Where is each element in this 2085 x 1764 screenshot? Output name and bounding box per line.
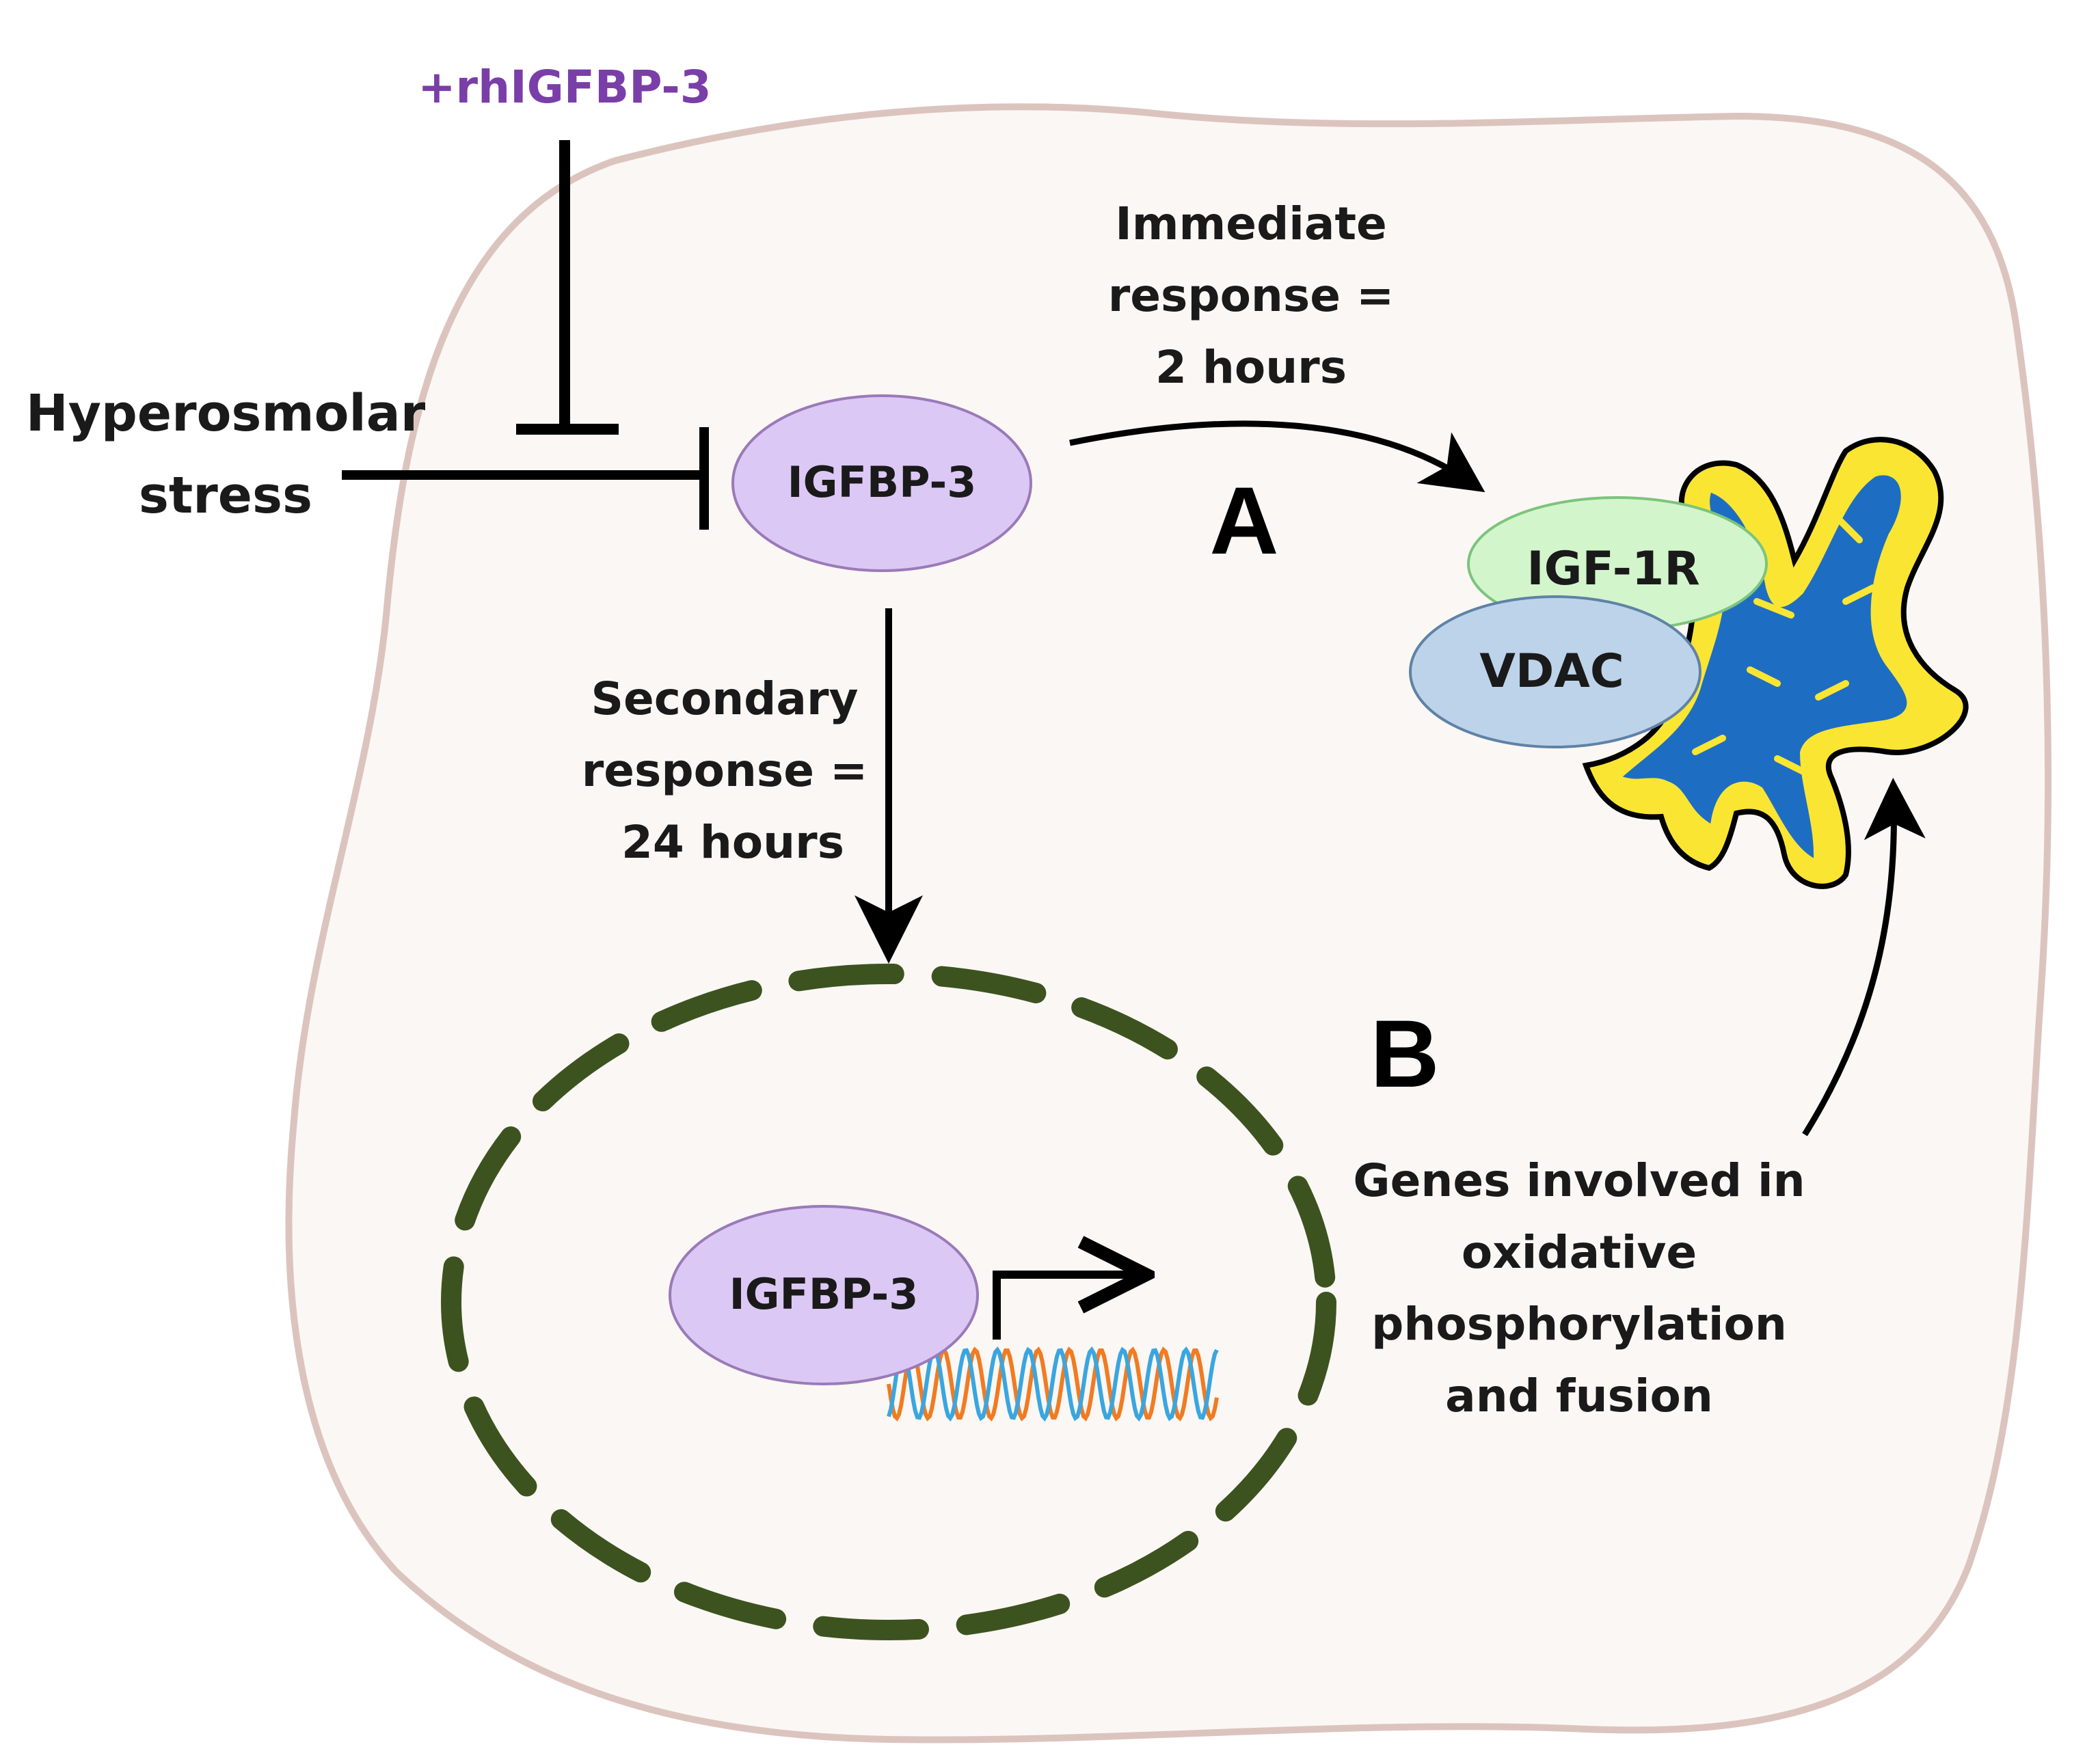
genes-label-line1: Genes involved in bbox=[1353, 1154, 1805, 1207]
immediate-response-line1: Immediate bbox=[1115, 198, 1387, 250]
genes-label-line4: and fusion bbox=[1445, 1370, 1713, 1422]
genes-label-line3: phosphorylation bbox=[1371, 1298, 1787, 1351]
label-b: B bbox=[1370, 1000, 1439, 1107]
secondary-response-line1: Secondary bbox=[591, 673, 858, 725]
igfbp3-protein-nucleus bbox=[669, 1205, 979, 1385]
mitochondrion bbox=[1582, 437, 1969, 889]
dna-strand-blue bbox=[887, 1346, 1219, 1422]
immediate-response-line2: response = bbox=[1108, 269, 1395, 322]
igf1r-label: IGF-1R bbox=[1526, 542, 1699, 596]
igfbp3-protein-cytoplasm bbox=[731, 394, 1032, 572]
stress-label-line2: stress bbox=[139, 466, 312, 525]
igfbp3-label-nucleus: IGFBP-3 bbox=[729, 1269, 919, 1319]
stress-label-line1: Hyperosmolar bbox=[26, 384, 426, 443]
secondary-response-line3: 24 hours bbox=[621, 816, 844, 869]
genes-label-line2: oxidative bbox=[1462, 1226, 1697, 1279]
immediate-response-line3: 2 hours bbox=[1155, 341, 1347, 394]
igfbp3-label-cytoplasm: IGFBP-3 bbox=[788, 457, 977, 507]
secondary-response-line2: response = bbox=[582, 744, 868, 797]
genes-to-mitochondrion-arrow bbox=[1802, 778, 1926, 1137]
vdac-label: VDAC bbox=[1479, 644, 1624, 698]
transcription-start-arrow bbox=[993, 1275, 1138, 1340]
nucleus-envelope bbox=[441, 964, 1336, 1640]
label-a: A bbox=[1209, 467, 1278, 574]
immediate-response-arrow bbox=[1069, 420, 1485, 493]
vdac-channel bbox=[1409, 595, 1701, 748]
treatment-label: +rhIGFBP-3 bbox=[418, 61, 711, 113]
